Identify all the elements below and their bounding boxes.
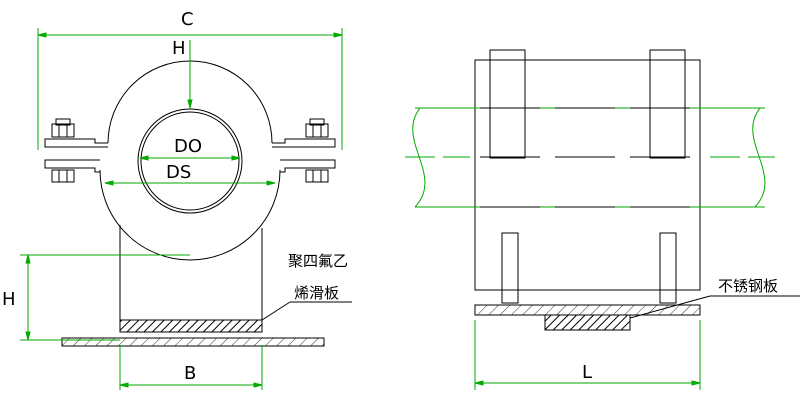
dim-c-label: C: [181, 9, 194, 30]
clamp-body-side: [474, 59, 701, 291]
strap-left: [489, 49, 526, 159]
clamp-ear-left-bottom: [44, 159, 100, 173]
bolt-left-nut-top: [51, 123, 75, 138]
dim-do-label: DO: [174, 136, 202, 157]
bolt-right-nut-top: [305, 123, 329, 138]
centerlines: [480, 107, 700, 208]
bolt-right-washer-top: [309, 118, 325, 126]
dim-ds-label: DS: [166, 162, 191, 183]
leg-left: [501, 232, 519, 304]
pipe-section: [137, 108, 243, 214]
clamp-ear-right-bottom: [280, 159, 336, 173]
ptfe-label-line2: 烯滑板: [294, 284, 339, 302]
bolt-left-nut-bottom: [51, 169, 75, 183]
right-base-plate: [474, 304, 701, 316]
ptfe-plate: [119, 319, 263, 333]
clamp-outer-lower: [99, 169, 281, 261]
stainless-label: 不锈钢板: [718, 277, 778, 295]
pipe-inner-line: [140, 111, 240, 211]
dim-h-top-label: H: [172, 38, 186, 59]
bolt-left-washer-top: [55, 118, 71, 126]
left-dimensions: [20, 28, 343, 390]
dim-b-label: B: [184, 363, 196, 384]
clamp-ear-right-top: [272, 138, 336, 148]
pipe-side: [405, 107, 775, 390]
dim-h-side-label: H: [2, 289, 16, 310]
leg-right: [659, 232, 677, 304]
ptfe-label-line1: 聚四氟乙: [288, 252, 348, 270]
clamp-ear-left-top: [44, 138, 108, 148]
base-plate: [61, 337, 325, 347]
stainless-plate: [544, 314, 631, 331]
stainless-leader: [629, 295, 711, 319]
left-view: [44, 60, 336, 347]
right-view: [474, 49, 701, 331]
dim-l-label: L: [582, 362, 592, 383]
bolt-right-nut-bottom: [305, 169, 329, 183]
strap-right: [649, 49, 686, 159]
ptfe-leader: [261, 301, 291, 321]
